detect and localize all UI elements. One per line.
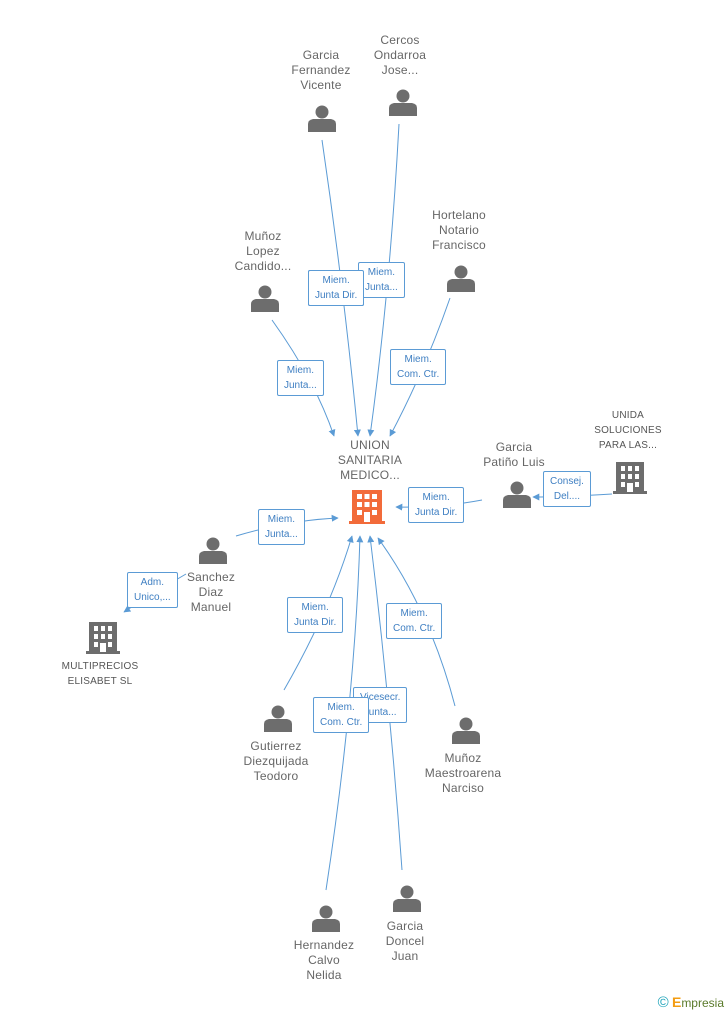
edge-label-overlay[interactable]: Miem. Junta Dir. xyxy=(308,270,365,306)
edge-label[interactable]: Miem. Com. Ctr. xyxy=(390,349,447,385)
edge-label[interactable]: Miem. Junta Dir. xyxy=(287,597,344,633)
edge-label[interactable]: Miem. Junta... xyxy=(258,509,305,545)
edge-label[interactable]: Consej. Del.... xyxy=(543,471,591,507)
person-icon[interactable] xyxy=(312,905,340,933)
company-label[interactable]: MULTIPRECIOS ELISABET SL xyxy=(61,661,139,687)
edge-label[interactable]: Adm. Unico,... xyxy=(127,572,178,608)
person-label[interactable]: Gutierrez Diezquijada Teodoro xyxy=(243,739,309,783)
person-icon[interactable] xyxy=(389,89,417,117)
building-icon[interactable] xyxy=(86,622,120,654)
person-icon[interactable] xyxy=(199,537,227,565)
company-label[interactable]: UNIDA SOLUCIONES PARA LAS... xyxy=(594,410,662,451)
building-icon[interactable] xyxy=(613,462,647,494)
center-company-label[interactable]: UNION SANITARIA MEDICO... xyxy=(337,438,403,482)
person-label[interactable]: Muñoz Maestroarena Narciso xyxy=(424,751,502,795)
person-label[interactable]: Hortelano Notario Francisco xyxy=(432,208,486,252)
person-icon[interactable] xyxy=(452,717,480,745)
person-label[interactable]: Sanchez Diaz Manuel xyxy=(186,570,236,614)
person-label[interactable]: Cercos Ondarroa Jose... xyxy=(373,33,427,77)
edge-label[interactable]: Miem. Junta... xyxy=(358,262,405,298)
person-icon[interactable] xyxy=(308,105,336,133)
copyright-icon: © xyxy=(657,994,669,1011)
person-label[interactable]: Hernandez Calvo Nelida xyxy=(293,938,355,982)
person-icon[interactable] xyxy=(264,705,292,733)
edge-label[interactable]: Miem. Junta Dir. xyxy=(408,487,465,523)
person-icon[interactable] xyxy=(503,481,531,509)
person-label[interactable]: Garcia Doncel Juan xyxy=(385,919,425,963)
person-icon[interactable] xyxy=(447,265,475,293)
edge-label[interactable]: Miem. Junta... xyxy=(277,360,324,396)
person-label[interactable]: Garcia Fernandez Vicente xyxy=(291,48,351,92)
person-label[interactable]: Garcia Patiño Luis xyxy=(483,440,545,469)
person-icon[interactable] xyxy=(393,885,421,913)
building-icon[interactable] xyxy=(349,490,385,524)
person-label[interactable]: Muñoz Lopez Candido... xyxy=(234,229,292,273)
empresia-logo[interactable]: © Empresia xyxy=(657,994,724,1011)
edge-label[interactable]: Miem. Com. Ctr. xyxy=(313,697,370,733)
person-icon[interactable] xyxy=(251,285,279,313)
edge-label[interactable]: Miem. Com. Ctr. xyxy=(386,603,443,639)
